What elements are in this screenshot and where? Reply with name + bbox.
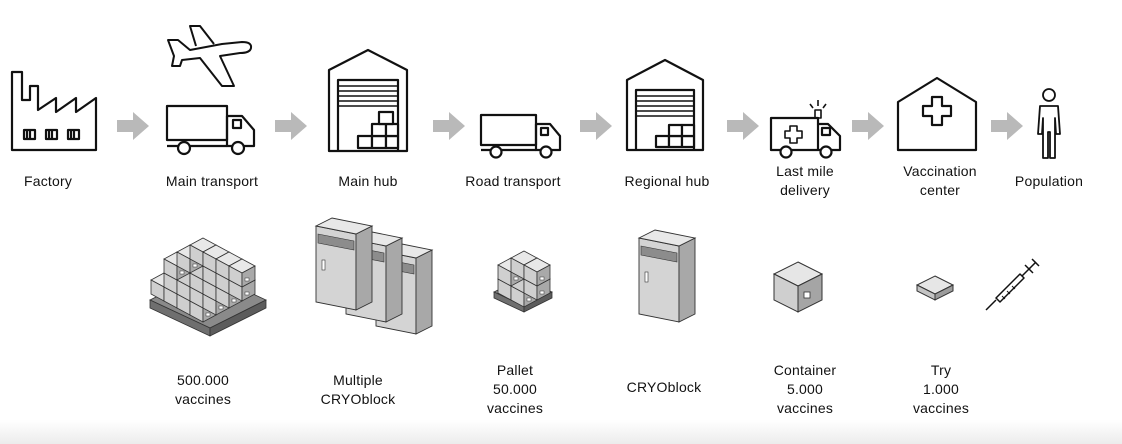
unit-label-cryoblock: CRYOblock bbox=[626, 379, 702, 395]
stacked-pallets-icon bbox=[149, 237, 267, 337]
ambulance-icon bbox=[769, 100, 842, 159]
stage-label-factory: Factory bbox=[23, 173, 73, 189]
unit-label-pallet: Pallet 50.000 vaccines bbox=[486, 362, 544, 416]
multiple-cryoblock-icon bbox=[315, 217, 433, 335]
flow-arrow-icon bbox=[580, 112, 612, 140]
stage-label-population: Population bbox=[1014, 173, 1084, 189]
regional-hub-warehouse-icon bbox=[625, 58, 705, 152]
stage-label-main-transport: Main transport bbox=[165, 173, 259, 189]
main-hub-warehouse-icon bbox=[327, 48, 409, 153]
flow-arrow-icon bbox=[852, 112, 884, 140]
airplane-icon bbox=[167, 25, 253, 87]
person-icon bbox=[1037, 88, 1061, 159]
stage-label-road-transport: Road transport bbox=[465, 173, 561, 189]
stage-label-regional-hub: Regional hub bbox=[624, 173, 710, 189]
unit-label-tray: Try 1.000 vaccines bbox=[912, 362, 970, 416]
flow-arrow-icon bbox=[275, 112, 307, 140]
stage-label-main-hub: Main hub bbox=[338, 173, 398, 189]
stage-label-last-mile: Last mile delivery bbox=[776, 163, 834, 198]
flow-arrow-icon bbox=[991, 112, 1023, 140]
flow-arrow-icon bbox=[433, 112, 465, 140]
unit-label-multiple-cryoblock: Multiple CRYOblock bbox=[320, 372, 396, 407]
tray-icon bbox=[915, 275, 955, 301]
flow-arrow-icon bbox=[727, 112, 759, 140]
flow-arrow-icon bbox=[117, 112, 149, 140]
road-transport-truck-icon bbox=[479, 113, 562, 159]
cryoblock-icon bbox=[638, 229, 696, 323]
unit-label-stacked-pallets: 500.000 vaccines bbox=[174, 372, 232, 407]
stage-label-vaccination-center: Vaccination center bbox=[903, 163, 977, 198]
unit-label-container: Container 5.000 vaccines bbox=[773, 362, 837, 416]
container-box-icon bbox=[772, 261, 824, 313]
pallet-icon bbox=[493, 250, 553, 313]
main-transport-truck-icon bbox=[165, 104, 256, 156]
factory-icon bbox=[10, 70, 98, 152]
syringe-icon bbox=[985, 258, 1040, 311]
vaccination-center-icon bbox=[896, 76, 978, 152]
